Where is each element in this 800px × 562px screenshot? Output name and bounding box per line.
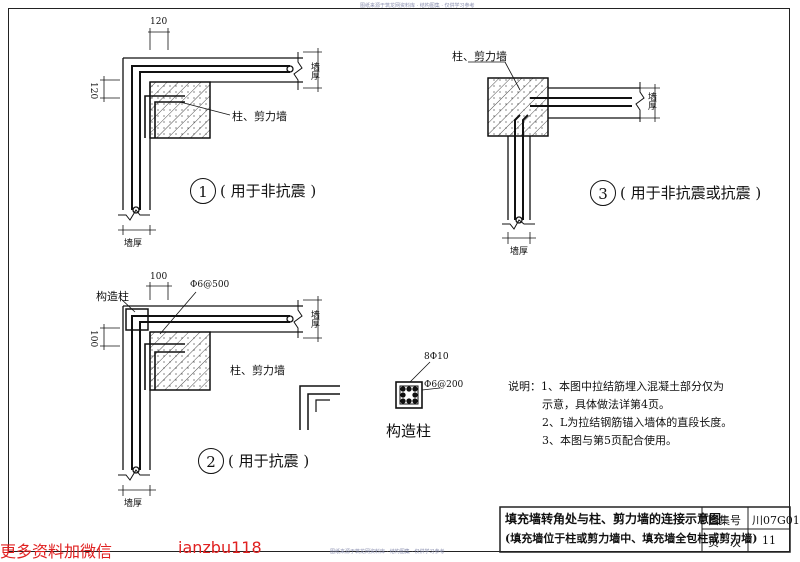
section-label: 构造柱 [386, 422, 432, 440]
detail2-rebar: Φ6@500 [190, 280, 230, 290]
detail1-caption: ( 用于非抗震 ) [220, 182, 317, 200]
detail2-column-label: 柱、剪力墙 [230, 364, 285, 377]
section-bar [400, 386, 406, 392]
watermark-right: ianzbu118 [178, 538, 262, 557]
note-line: 示意，具体做法详第4页。 [542, 398, 670, 411]
detail1-number: 1 [190, 178, 216, 204]
detail1-dim-top: 120 [150, 17, 168, 27]
detail-2 [100, 282, 441, 496]
detail1-column-label: 柱、剪力墙 [232, 110, 287, 123]
detail3-caption: ( 用于非抗震或抗震 ) [620, 184, 762, 202]
section-bar [400, 392, 406, 398]
note-line: 1、本图中拉结筋埋入混凝土部分仅为 [541, 380, 724, 393]
footer-note: 图纸来源于筑龙网资料库 · 结构图集 · 仅供学习参考 [330, 549, 445, 555]
detail2-dim-top: 100 [150, 272, 168, 282]
page-number: 11 [762, 534, 776, 547]
detail2-column-name: 构造柱 [96, 290, 129, 303]
section-bar [412, 392, 418, 398]
atlas-label: 图集号 [708, 514, 741, 527]
title-block-lines [499, 506, 791, 553]
detail2-dim-left: 100 [88, 330, 98, 348]
detail2-column-dots [149, 331, 211, 391]
detail2-number: 2 [198, 448, 224, 474]
note-line: 2、L为拉结钢筋锚入墙体的直段长度。 [542, 416, 733, 429]
drawing-frame [8, 8, 790, 552]
detail3-column-label: 柱、剪力墙 [452, 50, 507, 63]
detail1-column-dots [149, 81, 211, 139]
section-bar [412, 398, 418, 404]
page-label: 页 次 [708, 536, 741, 549]
section-bar [400, 398, 406, 404]
atlas-number: 川07G01 [752, 514, 800, 527]
section-rebar-top: 8Φ10 [424, 352, 449, 362]
header-note: 图纸来源于筑龙网资料库 · 结构图集 · 仅供学习参考 [360, 3, 475, 9]
section-outline [395, 381, 423, 409]
detail-1 [100, 28, 322, 235]
detail1-wall-thickness-right: 墙厚 [309, 62, 319, 80]
section-stirrup-label: Φ6@200 [424, 380, 464, 390]
section-bar [406, 386, 412, 392]
notes-heading: 说明： [508, 380, 541, 393]
detail1-wall-thickness-bottom: 墙厚 [124, 239, 143, 249]
detail-3 [468, 61, 660, 244]
notes-block: 说明：1、本图中拉结筋埋入混凝土部分仅为 示意，具体做法详第4页。 2、L为拉结… [508, 378, 732, 450]
section-stirrup [399, 385, 419, 405]
detail3-number: 3 [590, 180, 616, 206]
section-bar [412, 386, 418, 392]
note-line: 3、本图与第5页配合使用。 [542, 434, 677, 447]
detail3-wall-thickness-right: 墙厚 [646, 92, 656, 110]
detail1-dim-left: 120 [88, 82, 98, 100]
section-bar [406, 398, 412, 404]
title-block-subtitle: (填充墙位于柱或剪力墙中、填充墙全包柱或剪力墙) [505, 532, 758, 545]
title-block-title: 填充墙转角处与柱、剪力墙的连接示意图 [505, 512, 722, 526]
detail3-wall-thickness-bottom: 墙厚 [510, 247, 529, 257]
detail2-caption: ( 用于抗震 ) [228, 452, 310, 470]
detail2-wall-thickness-bottom: 墙厚 [124, 499, 143, 509]
detail2-wall-thickness-right: 墙厚 [309, 310, 319, 328]
watermark-left: 更多资料加微信 [0, 542, 113, 561]
